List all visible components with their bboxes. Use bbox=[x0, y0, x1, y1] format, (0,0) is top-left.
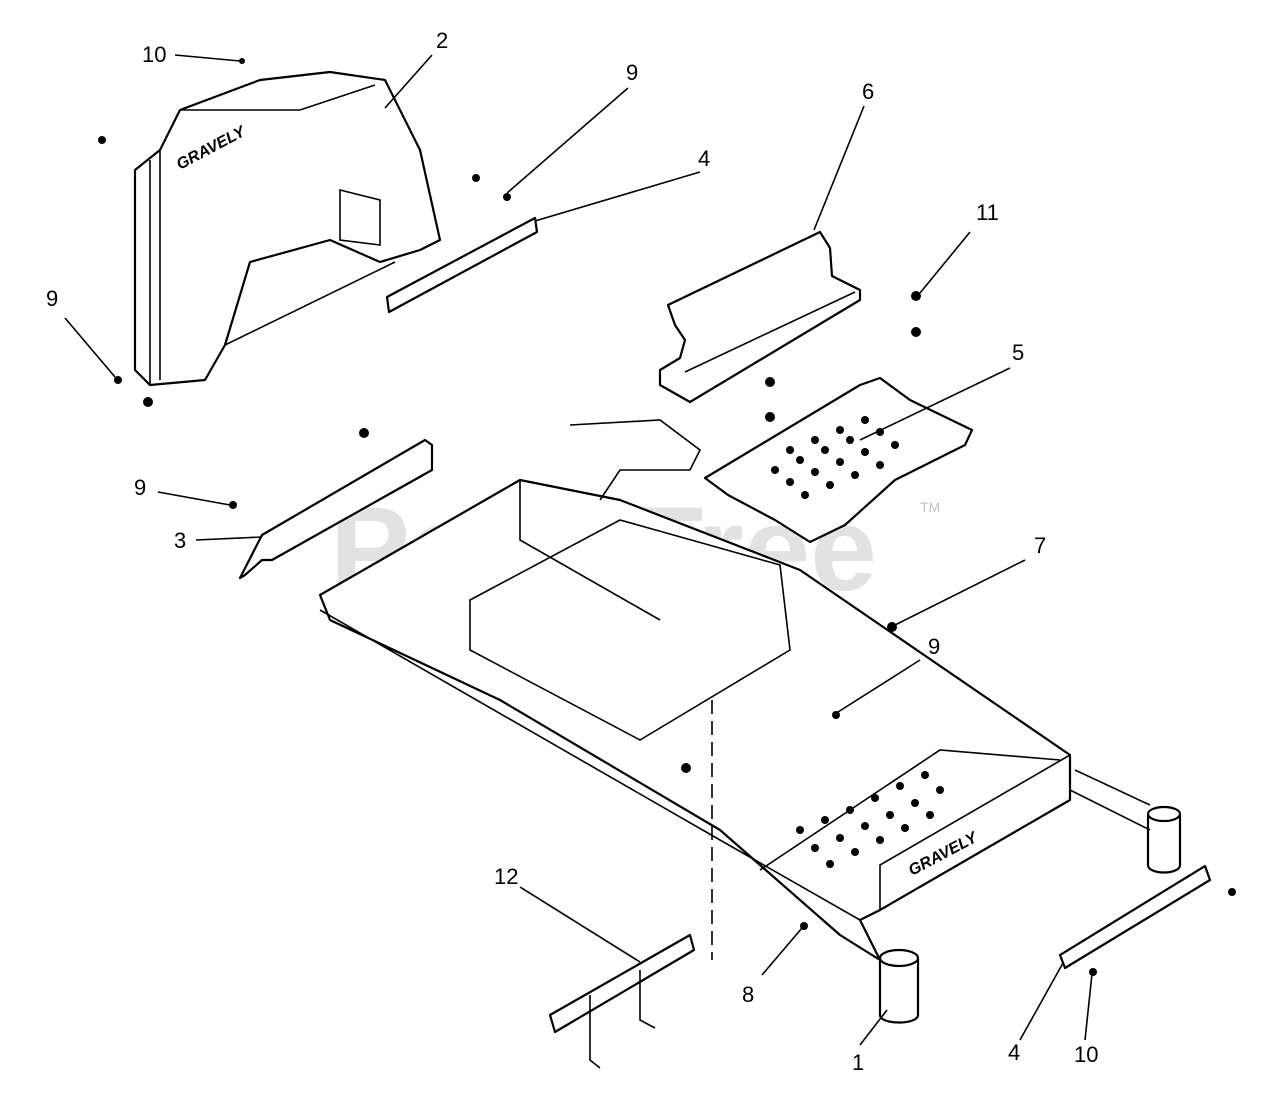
callout-5[interactable]: 5 bbox=[1012, 340, 1024, 365]
callout-9-mid[interactable]: 9 bbox=[134, 475, 146, 500]
callout-12[interactable]: 12 bbox=[494, 864, 518, 889]
hardware-fasteners bbox=[98, 58, 1236, 976]
callout-9-left[interactable]: 9 bbox=[46, 286, 58, 311]
callout-6[interactable]: 6 bbox=[862, 79, 874, 104]
callout-1[interactable]: 1 bbox=[852, 1050, 864, 1075]
callout-3[interactable]: 3 bbox=[174, 528, 186, 553]
leader-lines bbox=[64, 54, 1093, 1046]
callout-4-bottom[interactable]: 4 bbox=[1008, 1040, 1020, 1065]
part-6-bracket[interactable] bbox=[658, 230, 862, 404]
callout-4-top[interactable]: 4 bbox=[698, 146, 710, 171]
callout-9-right[interactable]: 9 bbox=[928, 634, 940, 659]
callout-labels: 10 2 9 4 6 11 9 5 9 3 7 9 12 8 1 4 10 bbox=[46, 28, 1098, 1075]
part-4-lower-strip[interactable] bbox=[1058, 864, 1212, 970]
callout-10-top[interactable]: 10 bbox=[142, 42, 166, 67]
watermark-trademark: TM bbox=[920, 499, 940, 515]
callout-9-top[interactable]: 9 bbox=[626, 60, 638, 85]
part-3-left-strip[interactable] bbox=[238, 438, 434, 580]
callout-10-bottom[interactable]: 10 bbox=[1074, 1042, 1098, 1067]
callout-11[interactable]: 11 bbox=[976, 200, 999, 225]
part-1-main-frame[interactable]: GRAVELY bbox=[318, 419, 1182, 1024]
callout-7[interactable]: 7 bbox=[1034, 533, 1046, 558]
part-12-bracket[interactable] bbox=[548, 933, 696, 1069]
callout-2[interactable]: 2 bbox=[436, 28, 448, 53]
part-4-upper-strip[interactable] bbox=[385, 216, 539, 314]
callout-8[interactable]: 8 bbox=[742, 982, 754, 1007]
part-2-seat-shroud[interactable]: GRAVELY bbox=[133, 70, 442, 387]
